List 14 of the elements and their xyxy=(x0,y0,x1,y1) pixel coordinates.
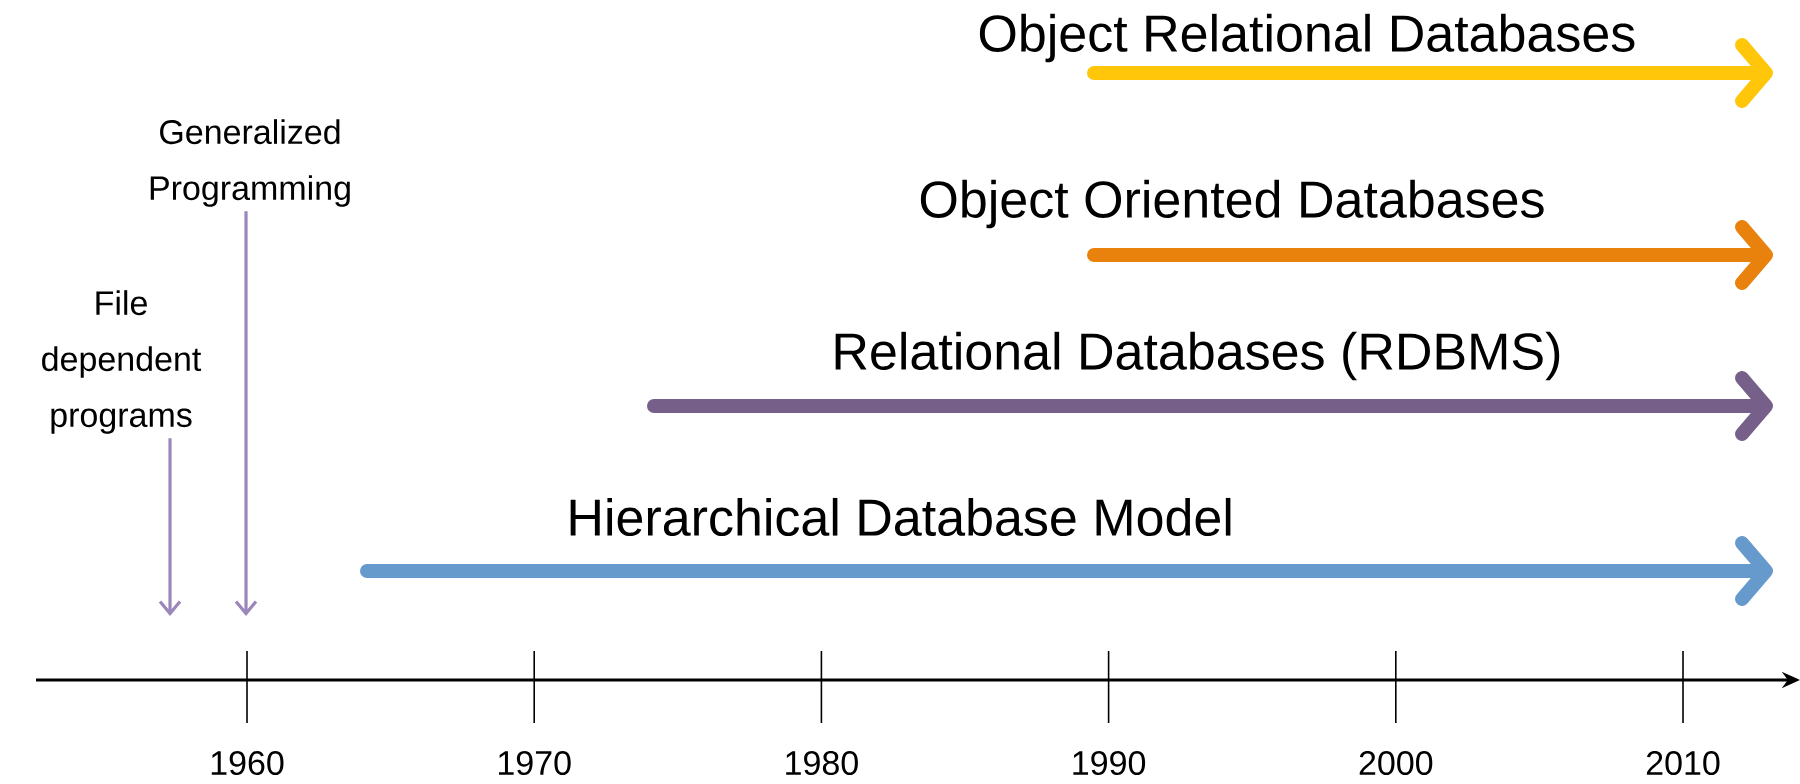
year-label: 1970 xyxy=(499,750,571,776)
arrow xyxy=(234,211,258,616)
period-label: Hierarchical Database Model xyxy=(570,497,1231,537)
period-label: Object Relational Databases xyxy=(979,13,1635,63)
annotation-text: Generalized Programming xyxy=(150,119,350,207)
period-label: Relational Databases (RDBMS) xyxy=(835,331,1560,381)
year-label: 2000 xyxy=(1359,750,1433,776)
period-label: Object Oriented Databases xyxy=(920,179,1544,229)
year-label: 1990 xyxy=(1073,750,1146,776)
arrow xyxy=(158,438,182,616)
year-label: 1960 xyxy=(211,750,284,776)
year-label: 2010 xyxy=(1646,750,1720,776)
year-label: 1980 xyxy=(786,750,858,776)
annotation-text: File dependent programs xyxy=(42,290,202,434)
